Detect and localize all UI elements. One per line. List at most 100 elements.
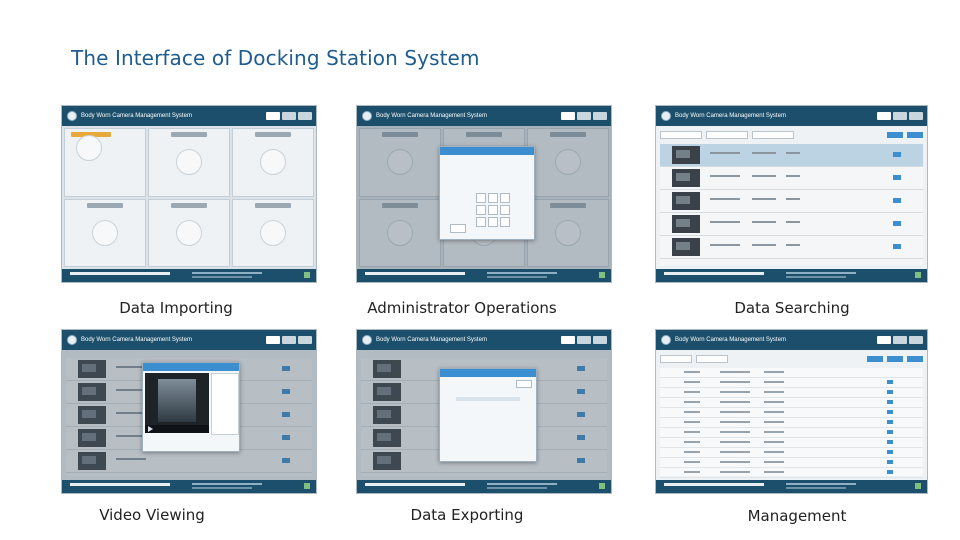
app-title: Body Worn Camera Management System [675,113,786,119]
header-button[interactable] [266,336,280,344]
header-buttons [877,336,923,344]
screenshot-data-searching: Body Worn Camera Management System [655,105,928,283]
app-header: Body Worn Camera Management System [62,106,316,126]
table-row[interactable] [660,428,923,438]
app-title: Body Worn Camera Management System [81,337,192,343]
app-header: Body Worn Camera Management System [656,330,927,350]
header-button[interactable] [266,112,280,120]
header-button[interactable] [577,112,591,120]
table-row[interactable] [660,388,923,398]
header-button[interactable] [282,336,296,344]
status-bar [62,269,316,282]
search-field[interactable] [696,355,728,363]
status-bar [62,480,316,493]
caption-data-searching: Data Searching [734,299,850,317]
table-row[interactable] [660,190,923,213]
search-field[interactable] [752,131,794,139]
close-button[interactable] [516,380,532,388]
app-title: Body Worn Camera Management System [376,113,487,119]
header-button[interactable] [893,112,907,120]
search-toolbar [660,130,923,140]
header-button[interactable] [877,112,891,120]
device-slot[interactable] [232,128,314,197]
search-field[interactable] [660,131,702,139]
device-slot[interactable] [527,198,609,267]
device-slot[interactable] [64,128,146,197]
table-row[interactable] [660,398,923,408]
export-progress [456,397,520,401]
results-table [660,144,923,265]
screenshot-data-importing: Body Worn Camera Management System [61,105,317,283]
shield-logo-icon [67,111,77,121]
video-player-dialog[interactable] [142,362,240,452]
shield-logo-icon [661,111,671,121]
app-title: Body Worn Camera Management System [81,113,192,119]
add-button[interactable] [887,356,903,362]
screenshot-data-exporting: Body Worn Camera Management System [356,329,612,494]
table-row[interactable] [660,408,923,418]
confirm-button[interactable] [450,224,466,233]
screenshot-administrator-operations: Body Worn Camera Management System [356,105,612,283]
search-results [656,126,927,269]
header-button[interactable] [593,336,607,344]
video-frame[interactable] [145,373,209,433]
header-button[interactable] [561,112,575,120]
device-slot[interactable] [64,198,146,267]
header-buttons [266,112,312,120]
records-table [660,368,923,478]
device-slot[interactable] [527,128,609,197]
table-row[interactable] [660,236,923,259]
status-bar [357,269,611,282]
caption-data-exporting: Data Exporting [410,506,524,524]
video-file-list[interactable] [211,373,239,435]
table-row[interactable] [660,468,923,478]
table-row[interactable] [660,368,923,378]
table-row[interactable] [660,448,923,458]
table-row[interactable] [66,450,312,473]
play-icon[interactable] [148,426,153,432]
device-slot[interactable] [148,128,230,197]
table-row[interactable] [660,418,923,428]
device-slot[interactable] [359,198,441,267]
table-row[interactable] [660,167,923,190]
table-row[interactable] [660,213,923,236]
header-button[interactable] [298,336,312,344]
screenshot-video-viewing: Body Worn Camera Management System [61,329,317,494]
table-row[interactable] [660,438,923,448]
header-button[interactable] [877,336,891,344]
device-slot[interactable] [148,198,230,267]
caption-video-viewing: Video Viewing [99,506,205,524]
table-row[interactable] [660,378,923,388]
app-header: Body Worn Camera Management System [357,106,611,126]
device-slot[interactable] [232,198,314,267]
header-button[interactable] [577,336,591,344]
header-buttons [561,112,607,120]
management-toolbar [660,354,923,364]
app-title: Body Worn Camera Management System [675,337,786,343]
search-button[interactable] [887,132,903,138]
admin-dialog[interactable] [439,146,535,240]
header-buttons [877,112,923,120]
reset-button[interactable] [907,132,923,138]
shield-logo-icon [362,111,372,121]
shield-logo-icon [661,335,671,345]
search-field[interactable] [660,355,692,363]
header-button[interactable] [561,336,575,344]
search-field[interactable] [706,131,748,139]
search-button[interactable] [867,356,883,362]
table-row[interactable] [660,144,923,167]
keypad[interactable] [476,193,510,227]
app-header: Body Worn Camera Management System [62,330,316,350]
edit-button[interactable] [907,356,923,362]
header-button[interactable] [893,336,907,344]
header-button[interactable] [282,112,296,120]
table-row[interactable] [660,458,923,468]
header-button[interactable] [593,112,607,120]
header-button[interactable] [298,112,312,120]
header-button[interactable] [909,112,923,120]
shield-logo-icon [67,335,77,345]
device-slot[interactable] [359,128,441,197]
export-dialog[interactable] [439,368,537,462]
header-button[interactable] [909,336,923,344]
status-bar [656,480,927,493]
